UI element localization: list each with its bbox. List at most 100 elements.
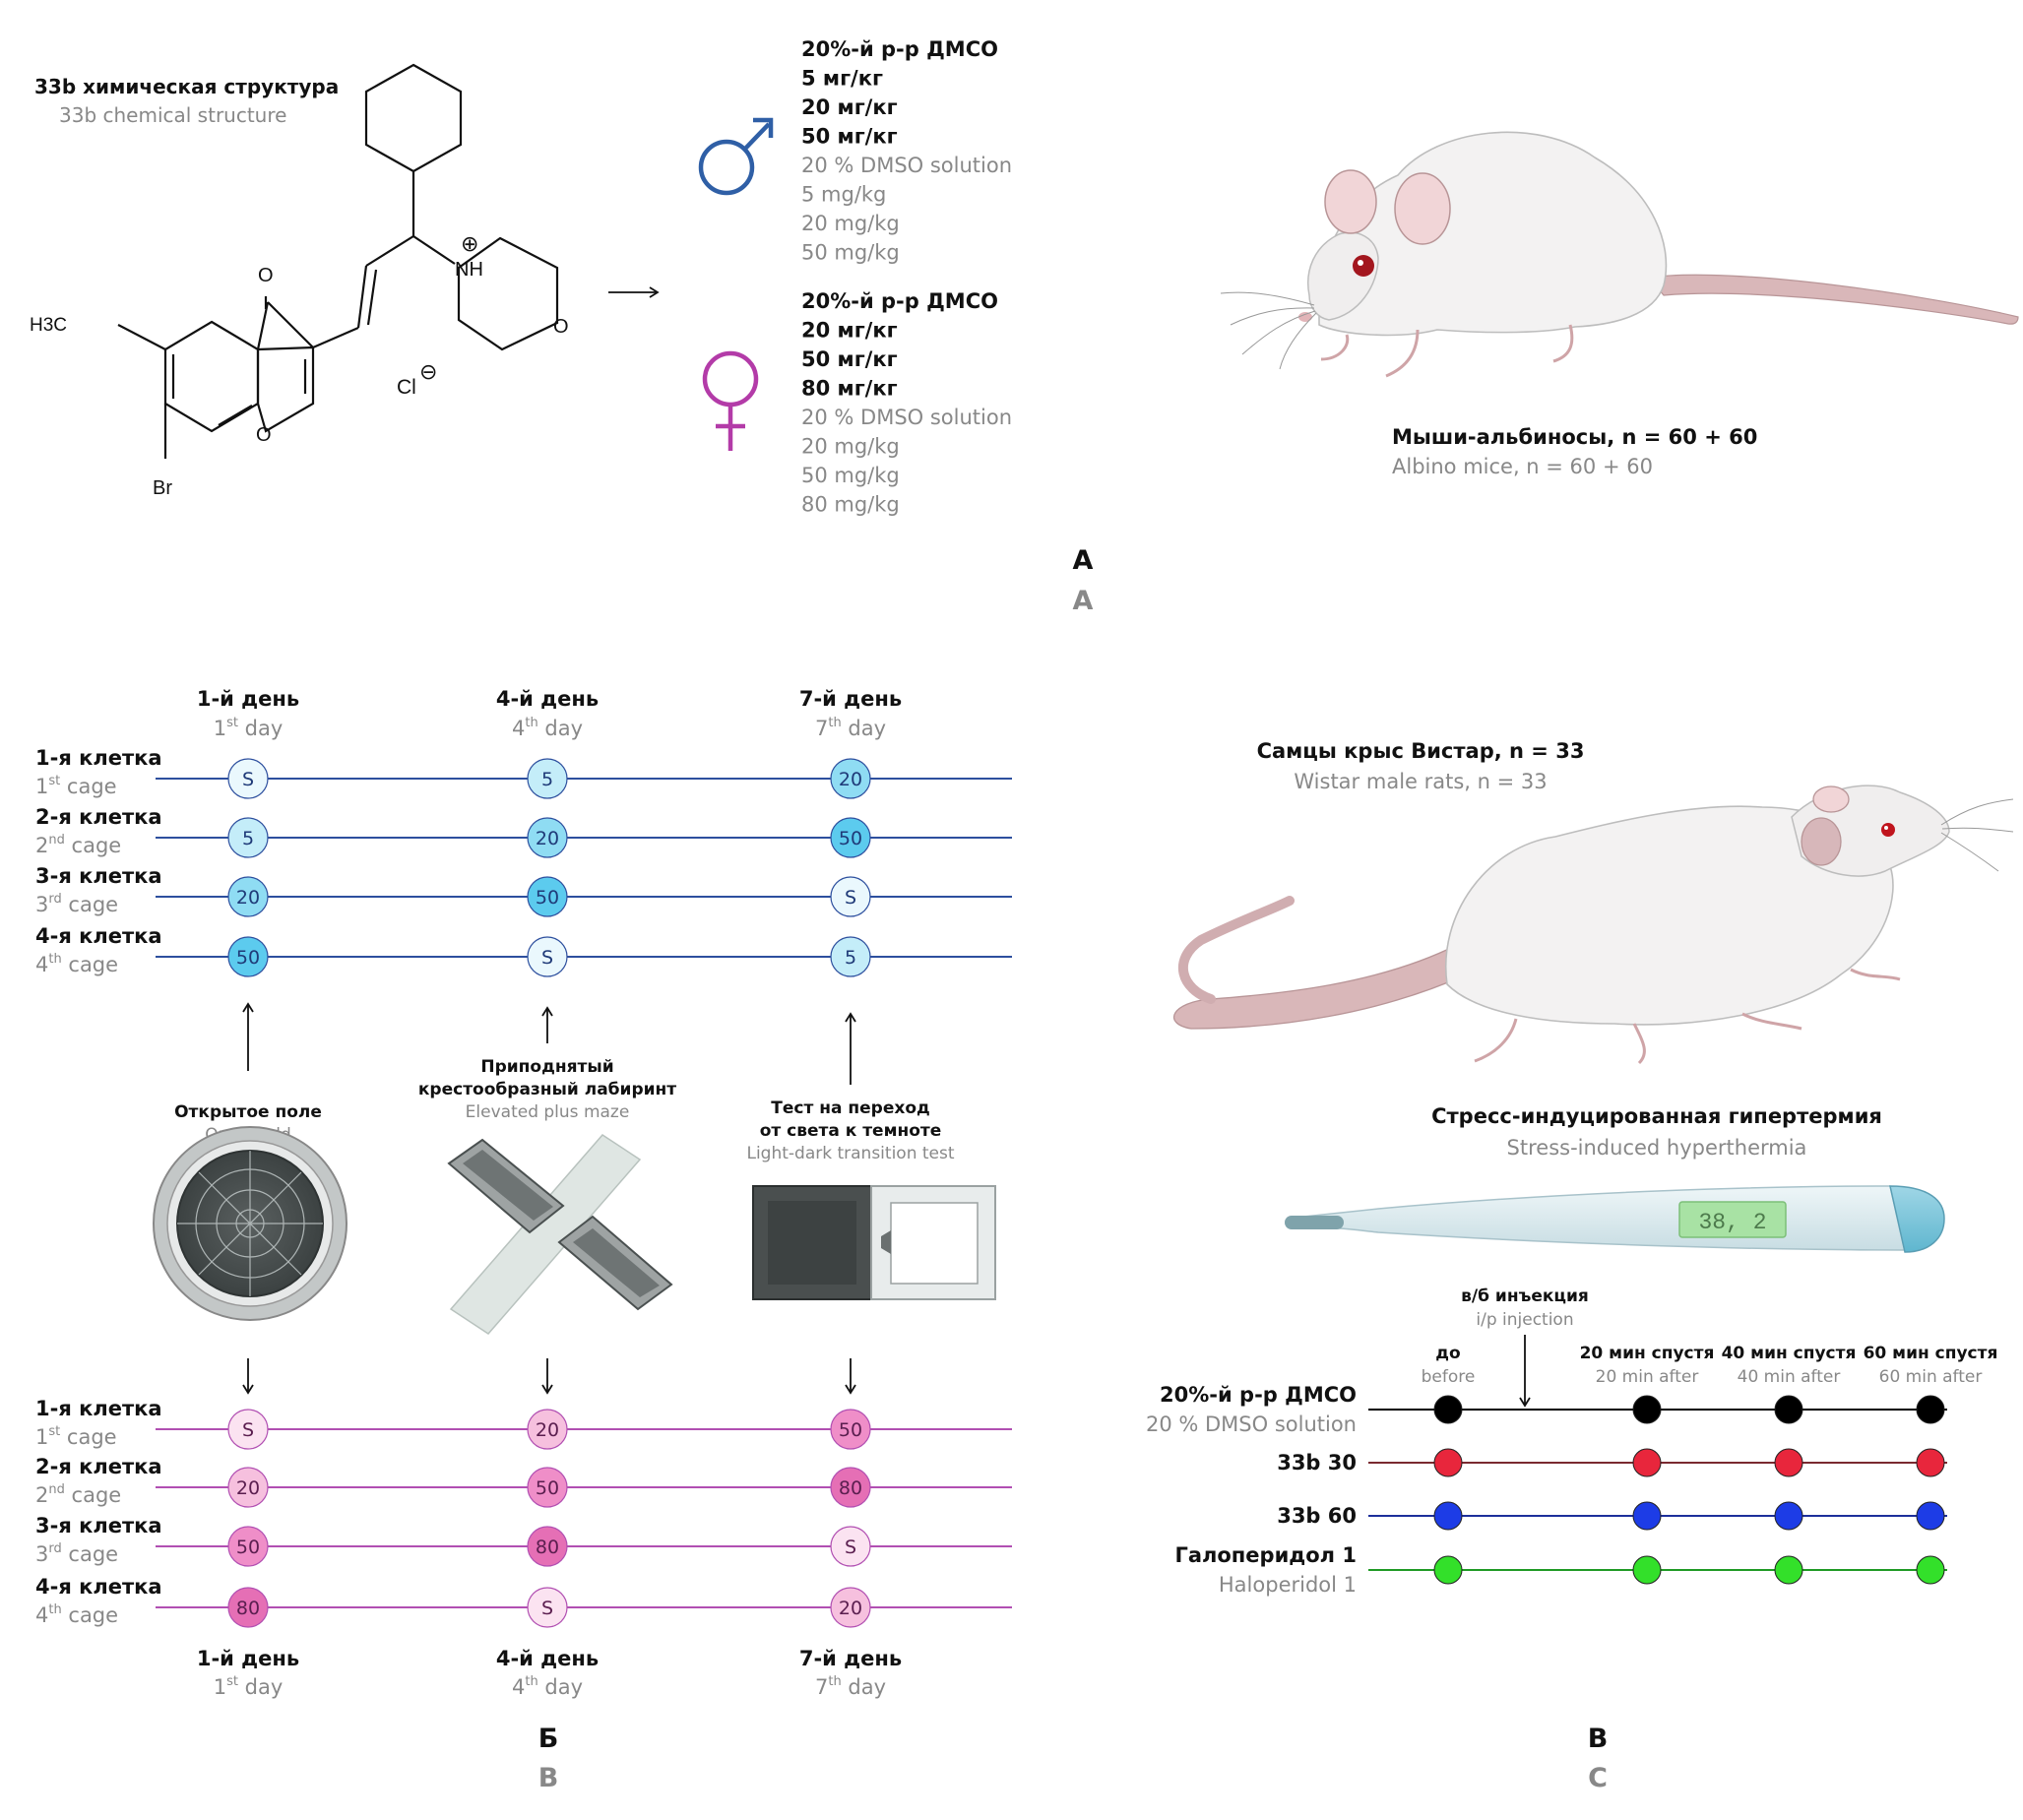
male-dose-en-3: 50 mg/kg	[801, 241, 900, 265]
hyperthermia-label-en: Stress-induced hyperthermia	[1507, 1136, 1807, 1160]
dose-marker	[227, 936, 269, 977]
rats-label-ru: Самцы крыс Вистар, n = 33	[1257, 739, 1585, 763]
day-label-ru: 7-й день	[799, 1647, 902, 1670]
timepoint-label-en: 60 min after	[1879, 1367, 1983, 1387]
dose-marker-label: 5	[242, 828, 254, 849]
dose-marker	[830, 1587, 871, 1628]
dose-marker	[830, 758, 871, 799]
timepoint-label-ru: до	[1435, 1344, 1460, 1363]
male-dose-en-2: 20 mg/kg	[801, 212, 900, 235]
measurement-marker	[1916, 1448, 1945, 1477]
dose-marker-label: 50	[536, 887, 559, 909]
test-name-ru: Открытое поле	[174, 1102, 322, 1122]
dose-marker	[830, 1526, 871, 1567]
injection-label-en: i/p injection	[1476, 1310, 1573, 1330]
dose-marker-label: 20	[236, 1477, 260, 1499]
test-name-ru: Приподнятый	[480, 1057, 613, 1077]
day-label-en: 7th day	[815, 716, 886, 740]
dose-marker-label: 20	[536, 1419, 559, 1441]
test-name-en: Light-dark transition test	[746, 1144, 954, 1163]
methyl-label: H3C	[30, 315, 67, 336]
timepoint-label-ru: 20 мин спустя	[1580, 1344, 1715, 1363]
group-label-en: Haloperidol 1	[1219, 1573, 1357, 1597]
dose-marker-label: 50	[236, 947, 260, 969]
group-label-ru: 33b 30	[1277, 1451, 1357, 1475]
test-name-ru: крестообразный лабиринт	[418, 1080, 676, 1099]
cage-label-en: 3rd cage	[35, 1541, 118, 1566]
cage-label-ru: 2-я клетка	[35, 805, 162, 829]
dose-marker-label: S	[845, 1537, 856, 1558]
day-label-ru: 4-й день	[496, 1647, 599, 1670]
measurement-marker	[1774, 1448, 1803, 1477]
pyranone-ring	[256, 345, 315, 433]
timepoint-label-en: before	[1422, 1367, 1476, 1387]
benzene-ring	[163, 320, 260, 433]
measurement-marker	[1916, 1501, 1945, 1531]
structure-title-ru: 33b химическая структура	[34, 75, 339, 98]
dose-marker-label: 80	[236, 1598, 260, 1619]
measurement-marker	[1774, 1555, 1803, 1585]
dose-marker	[830, 1467, 871, 1508]
female-dose-en-0: 20 % DMSO solution	[801, 406, 1012, 429]
cage-label-ru: 3-я клетка	[35, 1514, 162, 1538]
cage-label-en: 4th cage	[35, 952, 118, 976]
dose-marker	[527, 1526, 568, 1567]
albino-mouse-illustration	[1220, 131, 2019, 378]
timepoint-label-en: 20 min after	[1596, 1367, 1699, 1387]
measurement-marker	[1433, 1501, 1463, 1531]
dose-marker-label: 50	[536, 1477, 559, 1499]
measurement-marker	[1433, 1448, 1463, 1477]
male-dose-ru-0: 20%-й р-р ДМСО	[801, 37, 998, 61]
minus-charge: ⊖	[419, 359, 437, 384]
day-label-en: 1st day	[214, 716, 284, 740]
thermometer-reading: 38, 2	[1698, 1210, 1766, 1235]
panel-c-letter-en: C	[1588, 1763, 1608, 1793]
dose-marker	[527, 1467, 568, 1508]
dose-marker	[527, 1409, 568, 1450]
measurement-marker	[1632, 1555, 1662, 1585]
measurement-marker	[1774, 1395, 1803, 1424]
bromine-label: Br	[153, 477, 172, 499]
dose-marker-label: 50	[839, 828, 862, 849]
dose-marker-label: 80	[536, 1537, 559, 1558]
female-dose-en-2: 50 mg/kg	[801, 464, 900, 487]
cyclohexane-ring	[364, 63, 463, 173]
male-dose-en-1: 5 mg/kg	[801, 183, 886, 207]
measurement-marker	[1632, 1448, 1662, 1477]
male-dose-ru-2: 20 мг/кг	[801, 95, 898, 119]
dose-marker	[227, 876, 269, 917]
cage-label-en: 3rd cage	[35, 892, 118, 916]
open-field-illustration	[153, 1126, 348, 1321]
female-dose-en-3: 80 mg/kg	[801, 493, 900, 517]
dose-marker	[527, 876, 568, 917]
female-dose-en-1: 20 mg/kg	[801, 435, 900, 459]
panel-a: 33b химическая структура 33b chemical st…	[30, 37, 2019, 616]
panel-c-letter-ru: В	[1588, 1724, 1609, 1754]
timepoint-label-ru: 60 мин спустя	[1864, 1344, 1998, 1363]
group-label-ru: 33b 60	[1277, 1504, 1357, 1528]
rats-label-en: Wistar male rats, n = 33	[1294, 770, 1547, 793]
wistar-rat-illustration	[1172, 784, 2014, 1065]
day-label-ru: 1-й день	[197, 1647, 299, 1670]
group-label-ru: 20%-й р-р ДМСО	[1160, 1383, 1357, 1407]
chloride-label: Cl	[397, 376, 416, 399]
dose-marker-label: S	[242, 769, 254, 790]
test-name-ru: Тест на переход	[771, 1098, 929, 1118]
day-label-ru: 7-й день	[799, 687, 902, 711]
cage-label-ru: 4-я клетка	[35, 1575, 162, 1599]
dose-marker	[227, 1587, 269, 1628]
dose-marker	[227, 1409, 269, 1450]
timepoint-label-ru: 40 мин спустя	[1722, 1344, 1857, 1363]
day-label-ru: 1-й день	[197, 687, 299, 711]
light-dark-box-illustration	[752, 1185, 996, 1300]
dose-marker	[830, 1409, 871, 1450]
dose-marker	[830, 936, 871, 977]
mice-label-ru: Мыши-альбиносы, n = 60 + 60	[1392, 425, 1757, 449]
dose-marker-label: 5	[541, 769, 553, 790]
dose-marker	[227, 1526, 269, 1567]
test-arrows-down	[242, 1358, 856, 1395]
day-label-en: 1st day	[214, 1674, 284, 1699]
